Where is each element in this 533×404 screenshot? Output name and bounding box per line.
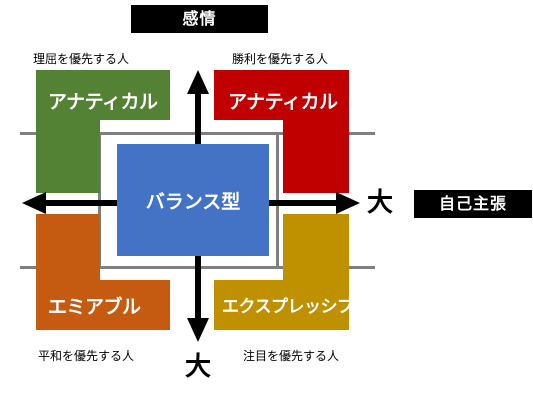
- quadrant-top-left-caption: 理屈を優先する人: [33, 52, 130, 66]
- quadrant-bottom-left-label: エミアブル: [48, 296, 141, 318]
- quadrant-bottom-right-label: エクスプレッシブ: [222, 297, 354, 317]
- horizontal-axis-title: 自己主張: [414, 190, 532, 218]
- arrowhead-left: [22, 192, 46, 214]
- arrowhead-right: [336, 192, 360, 214]
- arrowhead-up: [187, 70, 209, 94]
- quadrant-top-left-shape: [36, 70, 170, 193]
- vertical-axis-end-label: 大: [185, 352, 212, 382]
- vertical-axis-title: 感情: [131, 5, 268, 33]
- center-label: バランス型: [145, 190, 241, 213]
- quadrant-bottom-right-caption: 注目を優先する人: [243, 349, 340, 363]
- quadrant-bottom-left-caption: 平和を優先する人: [38, 349, 135, 363]
- horizontal-axis-end-label: 大: [367, 188, 394, 218]
- quadrant-top-right-label: アナティカル: [228, 91, 338, 113]
- quadrant-top-left-label: アナティカル: [48, 91, 158, 113]
- quadrant-top-right-shape: [214, 70, 349, 193]
- quadrant-top-right-caption: 勝利を優先する人: [232, 52, 329, 66]
- center-balance-box: バランス型: [117, 144, 269, 256]
- quadrant-bottom-left-shape: [36, 214, 170, 330]
- arrowhead-down: [187, 318, 209, 342]
- quadrant-bottom-right-shape: [214, 214, 349, 330]
